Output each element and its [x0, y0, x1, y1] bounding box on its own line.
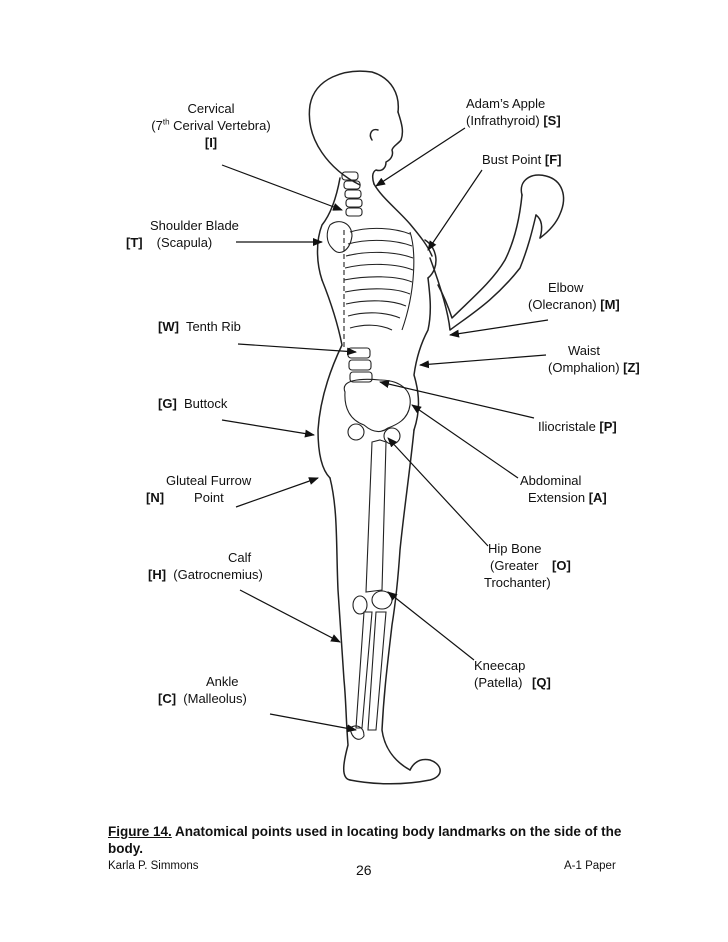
- waist-code: [Z]: [623, 360, 640, 375]
- gluteal-code: [N]: [146, 490, 164, 505]
- iliocristale-code: [P]: [599, 419, 616, 434]
- hip-bone-code: [O]: [552, 558, 571, 573]
- ankle-name: Ankle: [158, 673, 247, 690]
- arrow-adams-apple: [376, 128, 465, 186]
- buttock-code: [G]: [158, 396, 177, 411]
- kneecap-name: Kneecap: [474, 657, 551, 674]
- pointer-arrows: [222, 128, 548, 730]
- skeleton: [327, 172, 414, 739]
- label-waist: Waist (Omphalion) [Z]: [548, 342, 640, 376]
- label-calf: Calf [H] (Gatrocnemius): [148, 549, 263, 583]
- label-elbow: Elbow (Olecranon) [M]: [528, 279, 620, 313]
- cervical-pre: (7: [151, 118, 163, 133]
- label-kneecap: Kneecap (Patella) [Q]: [474, 657, 551, 691]
- elbow-name: Elbow: [528, 279, 620, 296]
- label-ankle: Ankle [C] (Malleolus): [158, 673, 247, 707]
- arrow-elbow: [450, 320, 548, 335]
- calf-code: [H]: [148, 567, 166, 582]
- label-cervical: Cervical (7th Cerival Vertebra) [I]: [140, 100, 282, 151]
- bust-point-code: [F]: [545, 152, 562, 167]
- bust-point-name: Bust Point: [482, 152, 541, 167]
- abdominal-sub: Extension: [528, 490, 585, 505]
- arrow-waist: [420, 355, 546, 365]
- cervical-post: Cerival Vertebra): [170, 118, 271, 133]
- label-hip-bone: Hip Bone (Greater [O] Trochanter): [484, 540, 571, 591]
- footer-author: Karla P. Simmons: [108, 860, 199, 872]
- ankle-code: [C]: [158, 691, 176, 706]
- figure-caption-text: Anatomical points used in locating body …: [108, 824, 621, 856]
- cervical-sup: th: [163, 118, 170, 127]
- tenth-rib-name: Tenth Rib: [186, 319, 241, 334]
- elbow-sub: (Olecranon): [528, 297, 597, 312]
- arrow-tenth-rib: [238, 344, 356, 352]
- label-tenth-rib: [W] Tenth Rib: [158, 318, 241, 335]
- label-bust-point: Bust Point [F]: [482, 151, 562, 168]
- ankle-sub: (Malleolus): [183, 691, 247, 706]
- arrow-kneecap: [388, 592, 474, 660]
- buttock-name: Buttock: [184, 396, 227, 411]
- adams-apple-code: [S]: [543, 113, 560, 128]
- hip-bone-name: Hip Bone: [484, 540, 571, 557]
- shoulder-sub: (Scapula): [157, 235, 213, 250]
- calf-name: Calf: [148, 549, 263, 566]
- gluteal-sub: Point: [194, 490, 224, 505]
- label-adams-apple: Adam’s Apple (Infrathyroid) [S]: [466, 95, 561, 129]
- gluteal-name: Gluteal Furrow: [146, 472, 251, 489]
- shoulder-code: [T]: [126, 235, 143, 250]
- arrow-cervical: [222, 165, 342, 210]
- label-iliocristale: Iliocristale [P]: [538, 418, 617, 435]
- adams-apple-name: Adam’s Apple: [466, 95, 561, 112]
- footer-paper: A-1 Paper: [564, 860, 616, 872]
- cervical-name: Cervical: [140, 100, 282, 117]
- iliocristale-name: Iliocristale: [538, 419, 596, 434]
- label-shoulder-blade: Shoulder Blade [T] (Scapula): [126, 217, 239, 251]
- figure-caption: Figure 14. Anatomical points used in loc…: [108, 823, 648, 857]
- abdominal-code: [A]: [589, 490, 607, 505]
- adams-apple-sub: (Infrathyroid): [466, 113, 540, 128]
- calf-sub: (Gatrocnemius): [173, 567, 263, 582]
- arrow-calf: [240, 590, 340, 642]
- shoulder-name: Shoulder Blade: [126, 217, 239, 234]
- label-abdominal-extension: Abdominal Extension [A]: [520, 472, 607, 506]
- cervical-code: [I]: [140, 134, 282, 151]
- waist-sub: (Omphalion): [548, 360, 620, 375]
- arrow-buttock: [222, 420, 314, 435]
- hip-bone-sub2: Trochanter): [484, 574, 571, 591]
- arrow-iliocristale: [380, 382, 534, 418]
- page-number: 26: [356, 862, 372, 878]
- abdominal-name: Abdominal: [520, 472, 607, 489]
- cervical-sub: (7th Cerival Vertebra): [140, 117, 282, 134]
- elbow-code: [M]: [600, 297, 620, 312]
- arrow-hip-bone: [388, 438, 488, 546]
- kneecap-code: [Q]: [532, 675, 551, 690]
- label-buttock: [G] Buttock: [158, 395, 227, 412]
- waist-name: Waist: [548, 342, 640, 359]
- tenth-rib-code: [W]: [158, 319, 179, 334]
- kneecap-sub: (Patella): [474, 675, 522, 690]
- arrow-abdominal-extension: [412, 405, 518, 478]
- arrow-bust-point: [428, 170, 482, 250]
- label-gluteal-furrow: Gluteal Furrow [N] Point: [146, 472, 251, 506]
- figure-number: Figure 14.: [108, 824, 172, 839]
- arrow-ankle: [270, 714, 356, 730]
- hip-bone-sub: (Greater: [490, 558, 538, 573]
